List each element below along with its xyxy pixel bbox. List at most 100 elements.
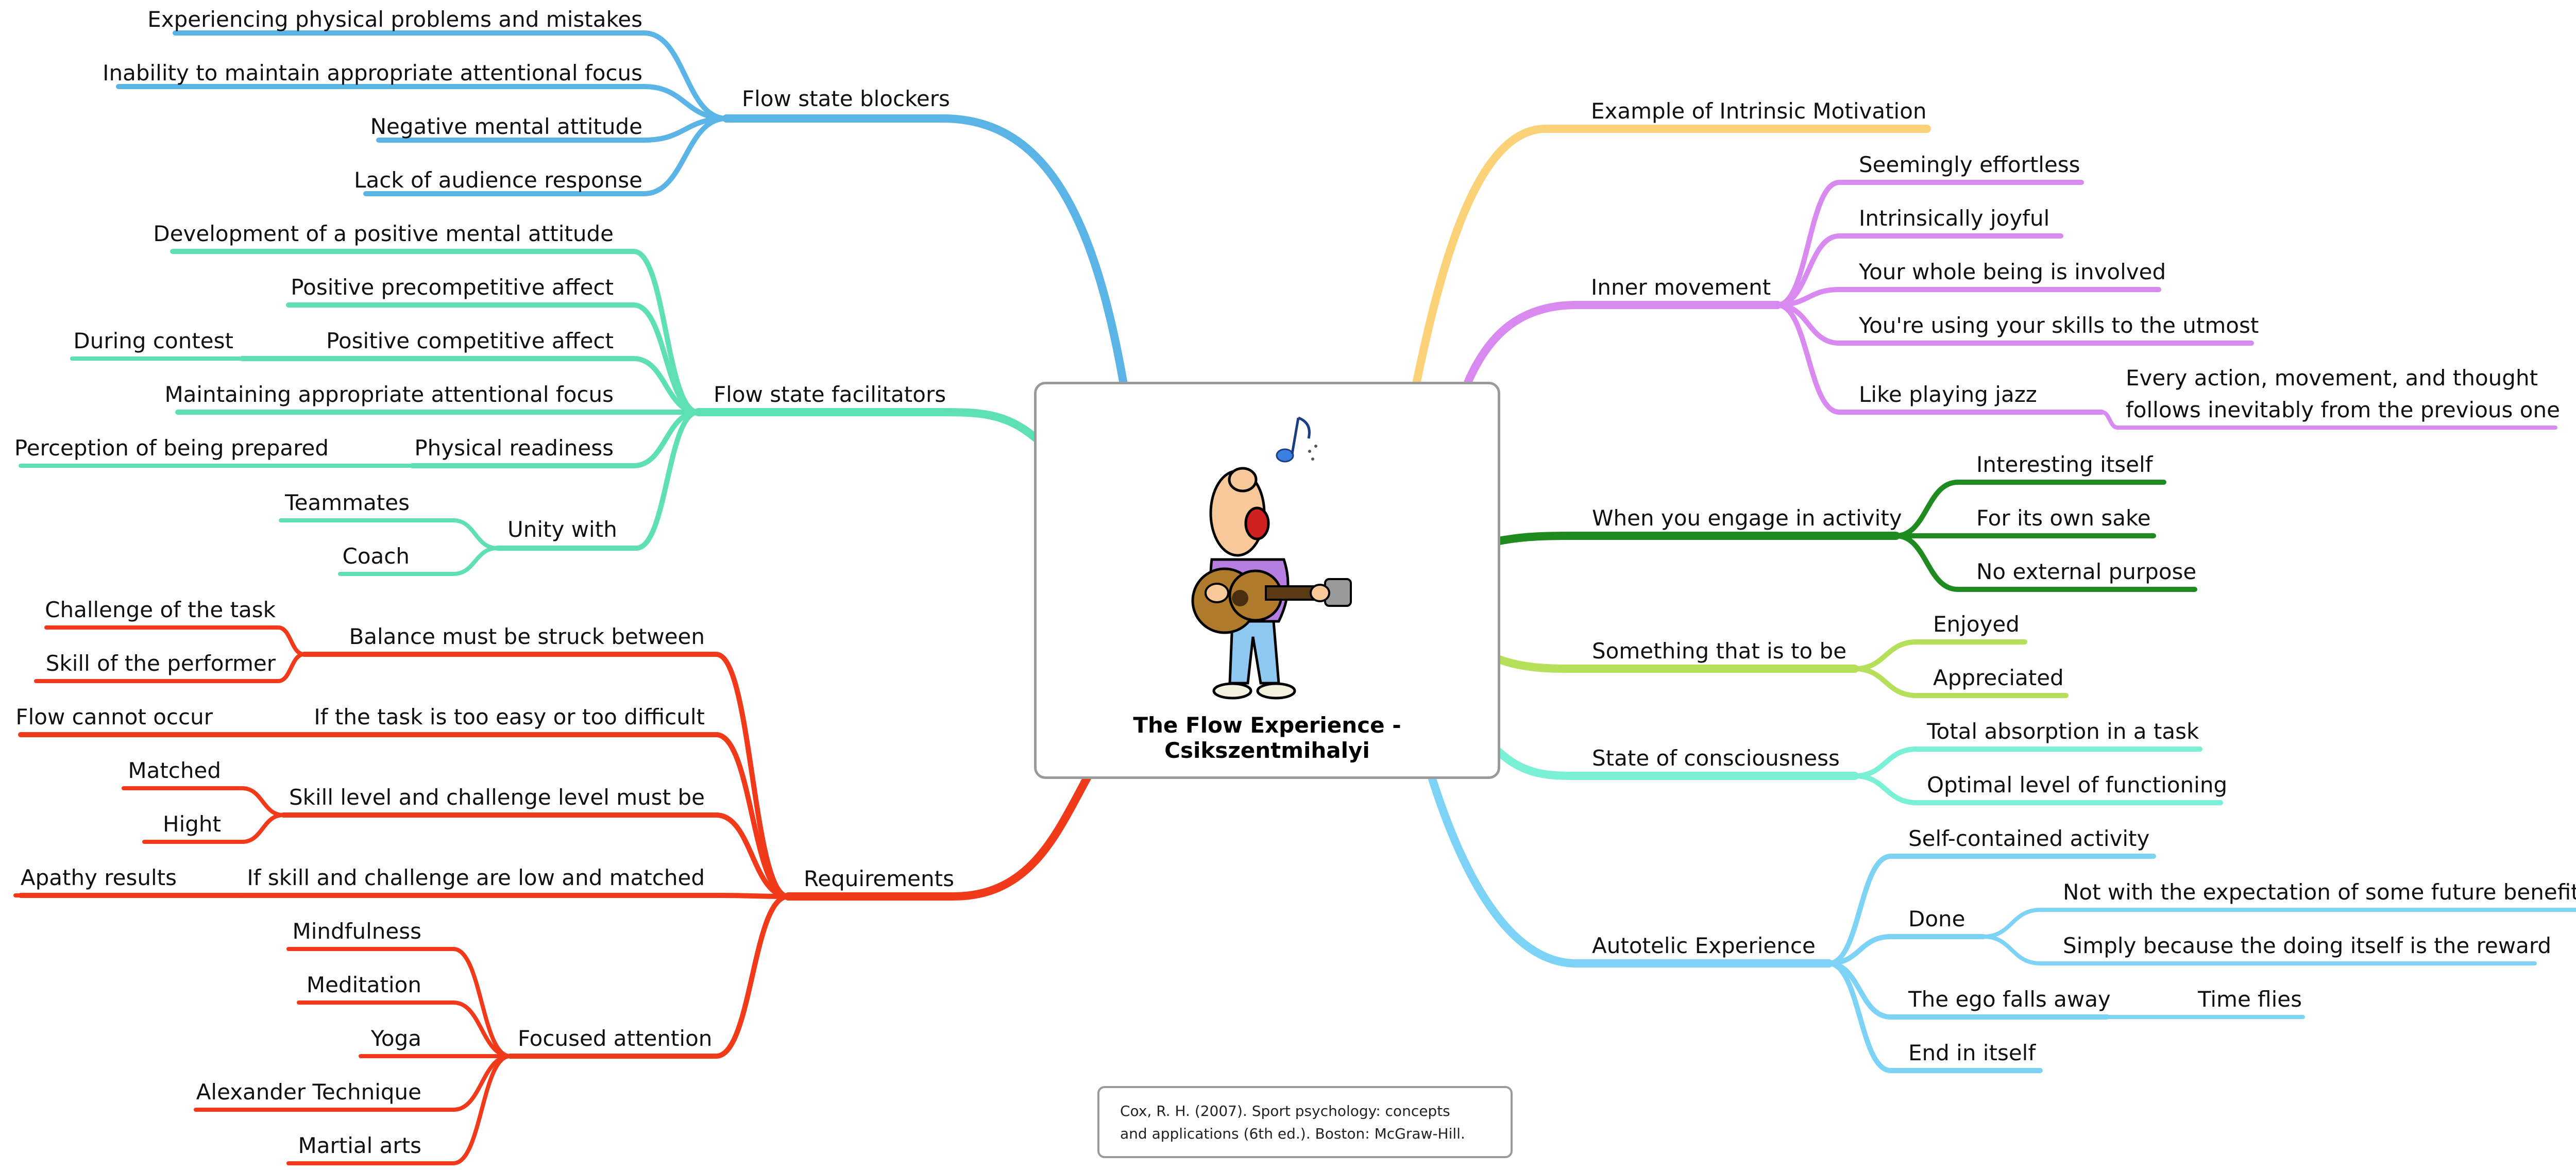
autotelic-item[interactable]: Done [1908,906,1965,931]
branch-requirements[interactable]: Requirements [804,866,954,891]
blocker-item[interactable]: Experiencing physical problems and mista… [147,7,642,32]
autotelic-subitem[interactable]: Time flies [2198,987,2302,1012]
leaf-connector [507,894,791,1059]
branch-connector [1495,655,1859,673]
branch-connector [1413,125,1931,385]
branch-something-to-be[interactable]: Something that is to be [1592,638,1847,664]
inner-item[interactable]: Like playing jazz [1859,382,2037,407]
requirement-subitem[interactable]: Mindfulness [292,919,421,944]
sub-connector [142,813,285,844]
leaf-connector [1775,233,2063,308]
facilitator-item[interactable]: Development of a positive mental attitud… [153,221,614,246]
leaf-connector [1893,533,2197,592]
sub-connector [122,786,285,817]
requirement-item[interactable]: Balance must be struck between [349,624,705,649]
requirement-item[interactable]: If the task is too easy or too difficult [314,704,705,730]
blocker-item[interactable]: Lack of audience response [354,167,642,193]
something-item[interactable]: Enjoyed [1933,612,2020,637]
requirement-subitem[interactable]: Alexander Technique [196,1079,421,1105]
branch-flow-state-blockers[interactable]: Flow state blockers [742,86,950,111]
autotelic-item[interactable]: Self-contained activity [1908,826,2150,851]
sub-connector [297,1001,512,1058]
requirement-item[interactable]: Focused attention [518,1026,713,1051]
requirement-subitem[interactable]: Martial arts [298,1133,422,1158]
blocker-item[interactable]: Inability to maintain appropriate attent… [103,60,642,86]
consciousness-item[interactable]: Optimal level of functioning [1927,772,2228,798]
engage-item[interactable]: Interesting itself [1976,452,2153,477]
branch-connector [1464,301,1782,385]
leaf-connector [363,116,729,196]
autotelic-subitem[interactable]: Simply because the doing itself is the r… [2063,933,2552,958]
branch-connector [784,774,1091,901]
branch-state-of-consciousness[interactable]: State of consciousness [1592,745,1840,771]
inner-subitem[interactable]: Every action, movement, and thought [2126,365,2538,391]
branch-connector [722,114,1127,385]
requirement-subitem[interactable]: Apathy results [20,865,177,890]
central-topic-title: The Flow Experience - Csikszentmihalyi [1133,713,1401,763]
inner-item[interactable]: Seemingly effortless [1859,152,2080,177]
branch-connector [694,408,1040,442]
consciousness-item[interactable]: Total absorption in a task [1927,719,2199,744]
inner-item[interactable]: Intrinsically joyful [1859,206,2050,231]
leaf-connector [1826,854,2156,966]
engage-item[interactable]: For its own sake [1976,505,2151,531]
sub-connector [338,546,499,576]
leaf-connector [1826,961,2043,1073]
requirement-item[interactable]: Skill level and challenge level must be [289,785,705,810]
guitar-singer-illustration [1191,416,1352,700]
branch-connector [1495,748,1859,780]
blocker-item[interactable]: Negative mental attitude [370,114,642,139]
requirement-subitem[interactable]: Challenge of the task [45,597,276,622]
leaf-connector [1852,773,2223,805]
leaf-connector [18,732,791,899]
requirement-subitem[interactable]: Yoga [370,1026,421,1051]
branch-intrinsic-motivation[interactable]: Example of Intrinsic Motivation [1591,98,1927,124]
facilitator-subitem[interactable]: Teammates [285,490,410,515]
inner-subitem[interactable]: follows inevitably from the previous one [2126,397,2560,422]
branch-inner-movement[interactable]: Inner movement [1591,275,1771,300]
autotelic-subitem[interactable]: Not with the expectation of some future … [2063,879,2576,905]
branch-engage-activity[interactable]: When you engage in activity [1592,505,1902,531]
requirement-subitem[interactable]: Meditation [306,972,421,997]
sub-connector [286,1054,512,1165]
central-topic-card[interactable]: The Flow Experience - Csikszentmihalyi [1034,382,1500,779]
leaf-connector [1826,934,1986,966]
leaf-connector [286,302,701,415]
citation-line: and applications (6th ed.). Boston: McGr… [1120,1125,1465,1142]
branch-flow-state-facilitators[interactable]: Flow state facilitators [714,382,946,407]
autotelic-item[interactable]: The ego falls away [1908,987,2111,1012]
facilitator-item[interactable]: Unity with [507,517,617,542]
music-note-icon [1276,416,1317,463]
facilitator-subitem[interactable]: During contest [73,328,233,353]
facilitator-item[interactable]: Positive competitive affect [326,328,614,353]
leaf-connector [116,84,729,121]
requirement-item[interactable]: If skill and challenge are low and match… [247,865,705,890]
facilitator-item[interactable]: Physical readiness [414,435,614,461]
inner-item[interactable]: Your whole being is involved [1859,259,2166,284]
leaf-connector [240,356,701,415]
requirement-subitem[interactable]: Hight [163,811,221,837]
sub-connector [1981,908,2576,939]
facilitator-subitem[interactable]: Coach [342,544,410,569]
sub-connector [286,947,512,1058]
leaf-connector [495,410,701,551]
branch-connector [1495,532,1900,545]
citation-line: Cox, R. H. (2007). Sport psychology: con… [1120,1103,1450,1120]
requirement-subitem[interactable]: Skill of the performer [45,651,276,676]
sub-connector [2100,410,2557,430]
facilitator-item[interactable]: Positive precompetitive affect [291,275,614,300]
engage-item[interactable]: No external purpose [1976,559,2197,584]
facilitator-item[interactable]: Maintaining appropriate attentional focu… [164,382,614,407]
leaf-connector [1852,666,2069,698]
requirement-subitem[interactable]: Matched [128,758,221,783]
requirement-subitem[interactable]: Flow cannot occur [15,704,213,730]
inner-item[interactable]: You're using your skills to the utmost [1859,313,2259,338]
something-item[interactable]: Appreciated [1933,665,2064,690]
branch-autotelic-experience[interactable]: Autotelic Experience [1592,933,1816,958]
autotelic-item[interactable]: End in itself [1908,1040,2036,1065]
leaf-connector [18,893,791,899]
leaf-connector [301,652,791,899]
facilitator-subitem[interactable]: Perception of being prepared [14,435,329,461]
